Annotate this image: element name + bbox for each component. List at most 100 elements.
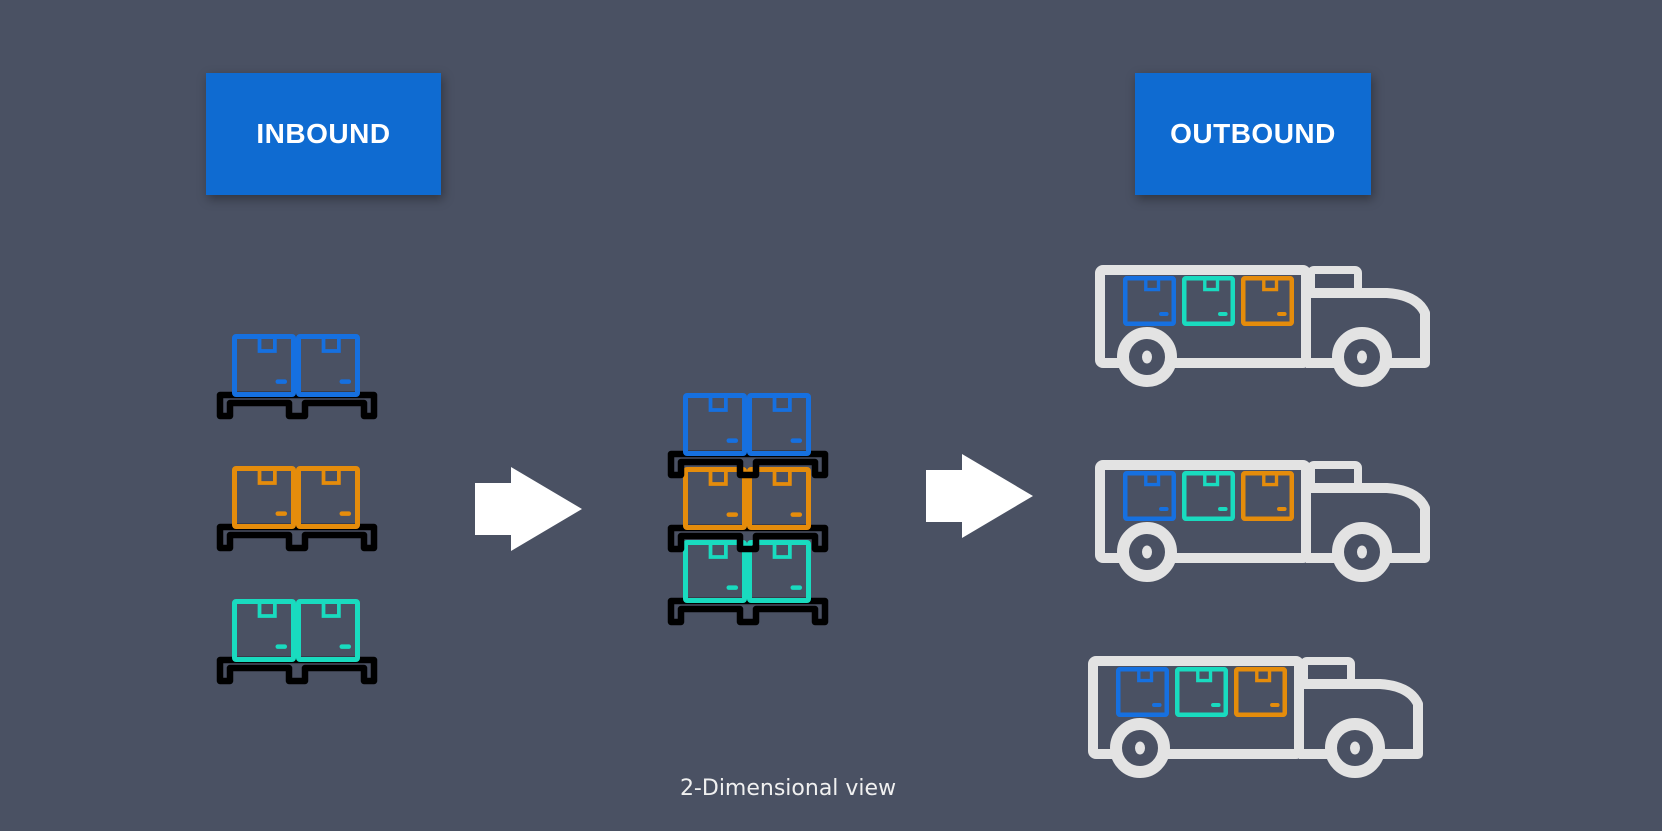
package-box-icon <box>1175 667 1228 717</box>
arrow-right-icon <box>475 467 582 551</box>
box-tape <box>321 336 341 353</box>
box-tape <box>1255 669 1272 683</box>
box-tape <box>257 468 277 485</box>
box-outline <box>683 540 747 603</box>
package-box-icon <box>296 334 360 397</box>
pallet-outline <box>667 597 829 626</box>
package-box-icon <box>747 540 811 603</box>
truck-wheel-hub <box>1350 741 1360 755</box>
package-box-icon <box>1123 276 1176 326</box>
package-box-icon <box>232 334 296 397</box>
package-box-icon <box>296 466 360 529</box>
box-label <box>726 438 739 443</box>
truck-cargo-body <box>1095 460 1311 563</box>
box-outline <box>1241 276 1294 326</box>
pallet-icon <box>667 597 829 626</box>
package-box-icon <box>232 466 296 529</box>
package-box-icon <box>1241 471 1294 521</box>
box-tape <box>1203 473 1220 487</box>
stacked-pallet <box>667 540 829 626</box>
box-tape <box>772 469 792 486</box>
truck-roof-cap <box>1307 461 1362 492</box>
pallet-icon <box>216 656 378 685</box>
box-tape <box>1144 278 1161 292</box>
box-tape <box>1196 669 1213 683</box>
inbound-pallet <box>216 334 378 420</box>
package-box-icon <box>747 393 811 456</box>
box-label <box>1270 703 1280 708</box>
box-label <box>1159 507 1169 512</box>
package-box-icon <box>1182 276 1235 326</box>
box-label <box>339 644 352 649</box>
truck-cab <box>1306 288 1430 368</box>
box-outline <box>232 599 296 662</box>
stacked-pallet <box>667 393 829 479</box>
box-label <box>1277 507 1287 512</box>
delivery-truck-icon <box>1088 656 1423 778</box>
box-outline <box>683 393 747 456</box>
pallet-outline <box>216 656 378 685</box>
box-tape <box>321 468 341 485</box>
arrow-right-icon <box>926 454 1033 538</box>
box-outline <box>1182 276 1235 326</box>
box-label <box>1159 312 1169 317</box>
inbound-pallet <box>216 599 378 685</box>
outbound-header: OUTBOUND <box>1135 73 1371 195</box>
pallet-icon <box>667 450 829 479</box>
box-outline <box>296 466 360 529</box>
box-tape <box>1144 473 1161 487</box>
box-tape <box>772 395 792 412</box>
inbound-pallet <box>216 466 378 552</box>
box-label <box>1152 703 1162 708</box>
box-outline <box>1234 667 1287 717</box>
package-box-icon <box>683 467 747 530</box>
package-box-icon <box>683 540 747 603</box>
delivery-truck-icon <box>1095 460 1430 582</box>
truck-roof-cap <box>1307 266 1362 297</box>
box-label <box>275 511 288 516</box>
box-label <box>726 585 739 590</box>
truck-cab <box>1299 679 1423 759</box>
box-label <box>339 379 352 384</box>
pallet-icon <box>216 391 378 420</box>
box-label <box>1277 312 1287 317</box>
package-box-icon <box>232 599 296 662</box>
box-outline <box>1123 471 1176 521</box>
inbound-header-label: INBOUND <box>256 118 391 149</box>
box-outline <box>747 467 811 530</box>
truck-wheel-hub <box>1142 350 1152 364</box>
box-label <box>275 379 288 384</box>
box-tape <box>1203 278 1220 292</box>
box-outline <box>1182 471 1235 521</box>
box-tape <box>321 601 341 618</box>
box-tape <box>1262 278 1279 292</box>
box-label <box>790 512 803 517</box>
diagram-caption: 2-Dimensional view <box>679 776 897 801</box>
box-label <box>726 512 739 517</box>
box-tape <box>772 542 792 559</box>
delivery-truck-icon <box>1095 265 1430 387</box>
box-outline <box>232 334 296 397</box>
box-label <box>339 511 352 516</box>
truck-wheel-hub <box>1357 350 1367 364</box>
outbound-header-label: OUTBOUND <box>1170 118 1336 149</box>
box-outline <box>296 334 360 397</box>
box-tape <box>1262 473 1279 487</box>
package-box-icon <box>1241 276 1294 326</box>
box-label <box>1211 703 1221 708</box>
package-box-icon <box>1116 667 1169 717</box>
box-label <box>1218 312 1228 317</box>
box-tape <box>708 542 728 559</box>
box-outline <box>747 540 811 603</box>
package-box-icon <box>1123 471 1176 521</box>
pallet-outline <box>667 524 829 553</box>
box-outline <box>296 599 360 662</box>
box-outline <box>1116 667 1169 717</box>
box-outline <box>747 393 811 456</box>
box-label <box>790 438 803 443</box>
pallet-outline <box>216 523 378 552</box>
pallet-icon <box>667 524 829 553</box>
box-label <box>1218 507 1228 512</box>
truck-cargo-body <box>1088 656 1304 759</box>
